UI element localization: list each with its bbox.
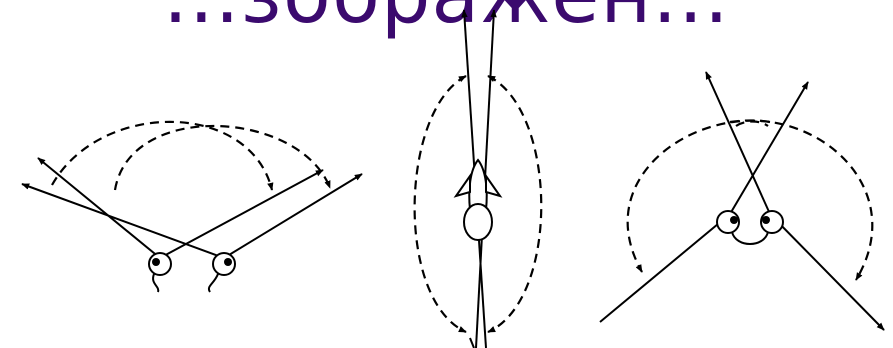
left-line-upper <box>730 82 808 214</box>
panel-middle <box>415 10 542 348</box>
right-pupil-icon <box>224 258 232 266</box>
left-eye-field-arc <box>52 122 272 190</box>
right-nerve-icon <box>209 274 218 292</box>
panel-left <box>22 122 362 292</box>
bird-body-icon <box>469 160 486 210</box>
right-eye-field-arc <box>115 126 330 190</box>
panel-right <box>600 72 884 330</box>
bird-left-wing-icon <box>456 176 470 196</box>
left-field-arc <box>628 121 770 272</box>
right-pupil-icon <box>762 216 770 224</box>
right-field-arc <box>488 76 541 332</box>
left-pupil-icon <box>730 216 738 224</box>
right-field-arc <box>730 120 872 280</box>
bird-right-wing-icon <box>486 176 500 196</box>
left-pupil-icon <box>152 258 160 266</box>
right-eye-icon <box>213 253 235 275</box>
right-eye-line-inner <box>22 184 224 258</box>
right-line-upper <box>706 72 770 214</box>
left-line-lower <box>600 214 730 322</box>
vertical-line-tail <box>470 338 474 348</box>
right-line-lower <box>770 214 884 330</box>
optic-chiasm-icon <box>732 232 768 244</box>
left-eye-line-inner <box>160 170 323 258</box>
left-field-arc <box>415 76 466 332</box>
left-eye-line-outer <box>38 158 160 258</box>
left-eye-icon <box>149 253 171 275</box>
left-nerve-icon <box>153 274 158 292</box>
bird-head-icon <box>464 204 492 240</box>
